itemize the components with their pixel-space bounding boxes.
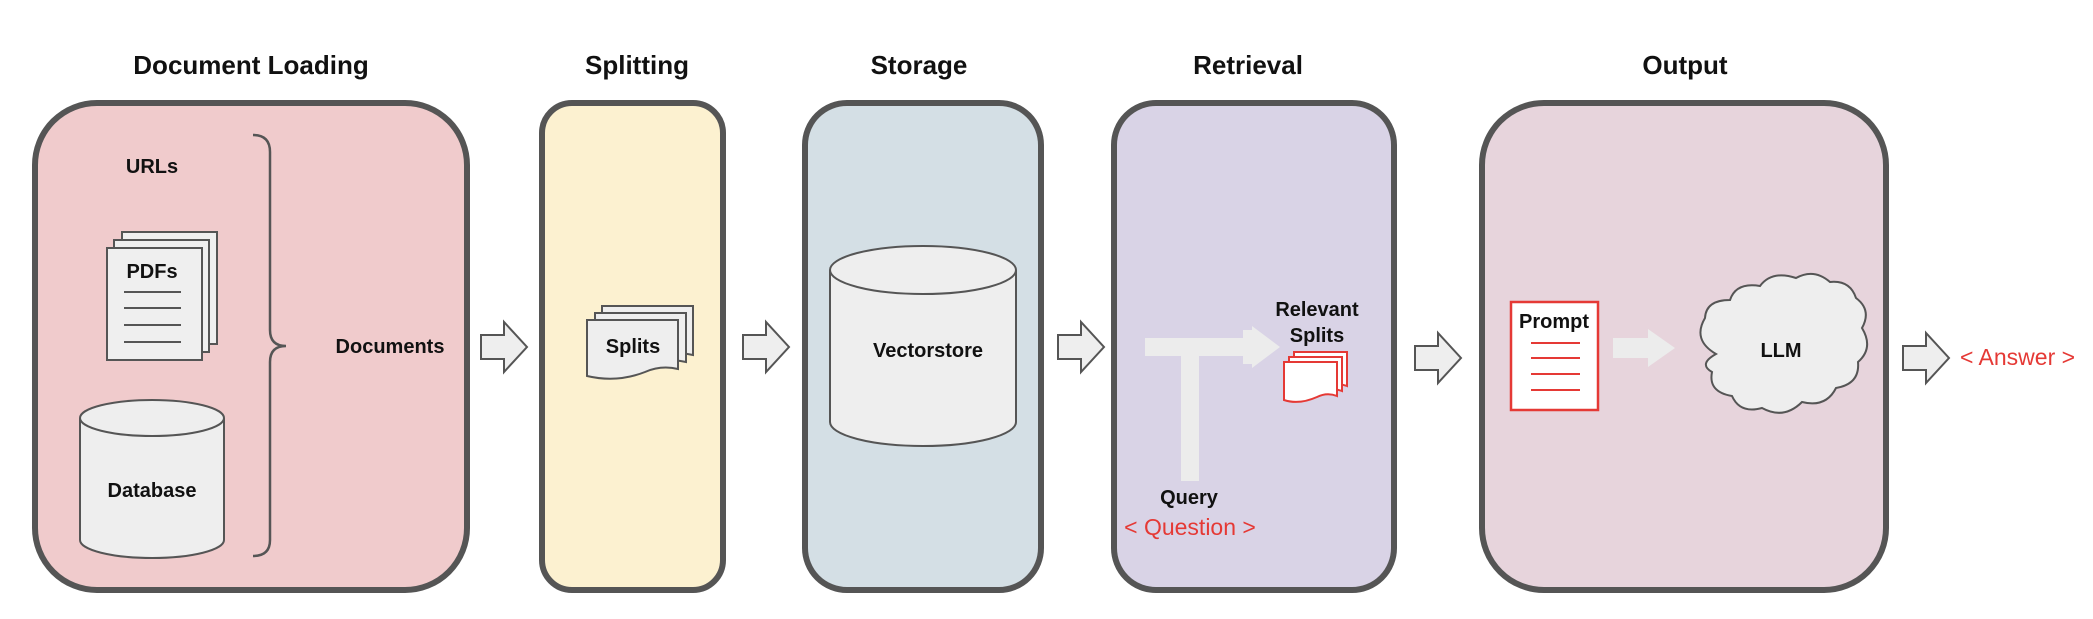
prompt-label: Prompt bbox=[1519, 311, 1589, 333]
pdf-stack-icon bbox=[106, 231, 218, 361]
relevant-splits-label-line1: Relevant bbox=[1275, 299, 1359, 321]
answer-label: < Answer > bbox=[1960, 344, 2075, 370]
stage-panel-output bbox=[1479, 100, 1889, 593]
vectorstore-cylinder-icon bbox=[829, 245, 1017, 447]
llm-label: LLM bbox=[1760, 340, 1801, 362]
stage-title-splitting: Splitting bbox=[585, 50, 689, 80]
gray-arrow-icon bbox=[1613, 329, 1675, 367]
database-cylinder-icon bbox=[79, 399, 225, 559]
query-label: Query bbox=[1160, 487, 1219, 509]
documents-label: Documents bbox=[336, 336, 445, 358]
splits-label: Splits bbox=[606, 336, 660, 358]
database-label: Database bbox=[108, 480, 197, 502]
urls-label: URLs bbox=[126, 156, 178, 178]
stage-title-output: Output bbox=[1642, 50, 1728, 80]
stage-title-retrieval: Retrieval bbox=[1193, 50, 1303, 80]
pdfs-label: PDFs bbox=[126, 261, 177, 283]
vectorstore-label: Vectorstore bbox=[873, 340, 983, 362]
flow-arrow-icon bbox=[480, 319, 529, 375]
prompt-document-icon bbox=[1509, 300, 1600, 412]
cloud-icon bbox=[1699, 272, 1869, 414]
relevant-splits-icon bbox=[1283, 351, 1348, 403]
curly-brace-icon bbox=[252, 133, 287, 558]
question-label: < Question > bbox=[1124, 514, 1256, 540]
relevant-splits-label-line2: Splits bbox=[1290, 325, 1344, 347]
flow-arrow-icon bbox=[742, 319, 791, 375]
stage-title-document-loading: Document Loading bbox=[133, 50, 368, 80]
t-arrow-icon bbox=[1145, 326, 1280, 481]
stage-title-storage: Storage bbox=[871, 50, 968, 80]
flow-arrow-icon bbox=[1057, 319, 1106, 375]
flow-arrow-icon bbox=[1414, 330, 1463, 386]
flow-arrow-icon bbox=[1902, 330, 1951, 386]
splits-stack-icon bbox=[586, 305, 694, 380]
